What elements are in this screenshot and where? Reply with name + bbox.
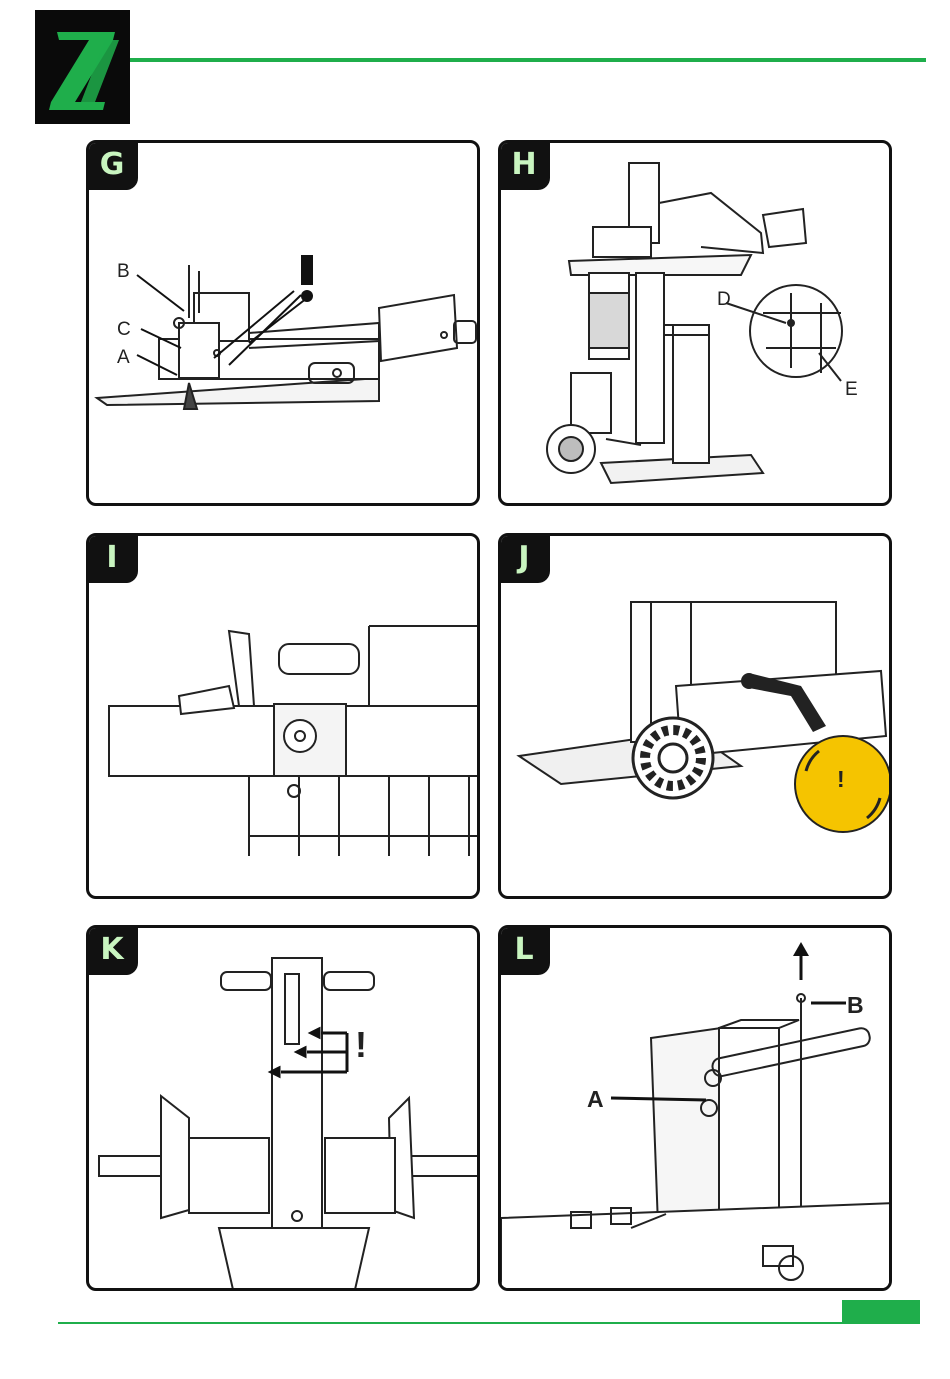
figure-i-panel: I <box>86 533 480 899</box>
callout-a: A <box>587 1086 604 1113</box>
figure-k-illustration <box>89 928 480 1291</box>
callout-c: C <box>117 319 131 341</box>
figure-g-illustration <box>89 143 480 506</box>
callout-a: A <box>117 347 130 369</box>
figure-h-illustration <box>501 143 892 506</box>
figure-j-panel: J ! <box>498 533 892 899</box>
header-rule <box>130 58 926 62</box>
logo-z-icon <box>35 10 130 124</box>
figure-k-panel: K ! <box>86 925 480 1291</box>
figure-j-illustration <box>501 536 892 899</box>
warning-icon: ! <box>355 1024 367 1066</box>
callout-e: E <box>845 379 858 401</box>
callout-b: B <box>847 992 864 1019</box>
callout-d: D <box>717 289 731 311</box>
brand-logo <box>35 10 130 124</box>
figure-g-panel: G B C A <box>86 140 480 506</box>
figure-l-illustration <box>501 928 892 1291</box>
figure-h-panel: H D <box>498 140 892 506</box>
callout-b: B <box>117 261 130 283</box>
warning-icon: ! <box>837 766 845 793</box>
footer-rule <box>58 1322 920 1324</box>
figure-i-illustration <box>89 536 480 899</box>
figure-l-panel: L B A <box>498 925 892 1291</box>
footer-page-tab <box>842 1300 920 1322</box>
